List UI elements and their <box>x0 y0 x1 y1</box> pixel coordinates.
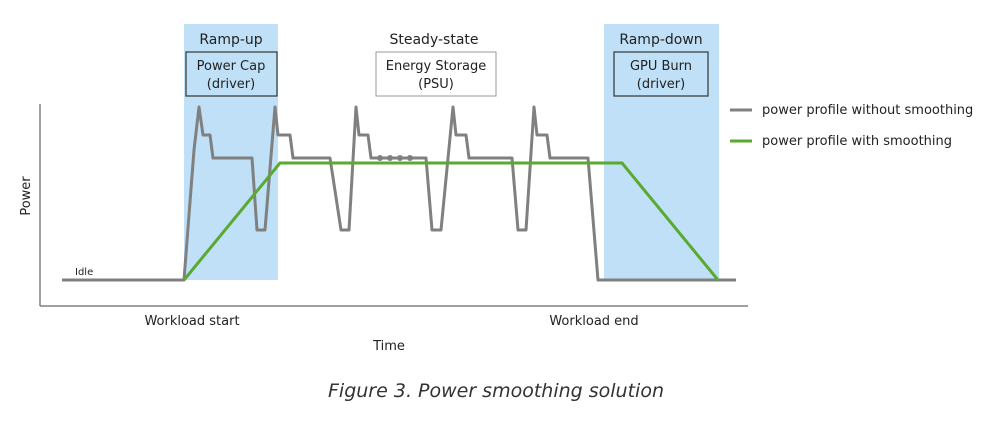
power-cap-box-line2: (driver) <box>207 77 255 92</box>
figure-caption: Figure 3. Power smoothing solution <box>328 380 664 402</box>
workload-end-label: Workload end <box>549 314 638 329</box>
idle-label: Idle <box>75 267 93 278</box>
continuation-dots <box>377 155 413 161</box>
steady-state-title: Steady-state <box>389 32 478 48</box>
ramp-down-title: Ramp-down <box>619 32 702 48</box>
y-axis-label: Power <box>19 176 34 216</box>
power-smoothing-diagram: Ramp-up Steady-state Ramp-down Power Cap… <box>19 24 973 354</box>
energy-storage-box-line1: Energy Storage <box>386 59 487 74</box>
legend: power profile without smoothing power pr… <box>730 103 973 149</box>
gpu-burn-box-line2: (driver) <box>637 77 685 92</box>
energy-storage-box-line2: (PSU) <box>418 77 454 92</box>
workload-start-label: Workload start <box>144 314 239 329</box>
legend-label-without-smoothing: power profile without smoothing <box>762 103 973 118</box>
gpu-burn-box-line1: GPU Burn <box>630 59 692 74</box>
ramp-up-title: Ramp-up <box>199 32 262 48</box>
x-axis-label: Time <box>372 339 405 354</box>
power-cap-box-line1: Power Cap <box>197 59 266 74</box>
power-profile-without-smoothing <box>62 105 736 282</box>
ramp-up-region <box>184 24 278 280</box>
ramp-down-region <box>604 24 719 280</box>
energy-storage-box: Energy Storage (PSU) <box>375 51 497 97</box>
power-profile-with-smoothing <box>182 161 720 281</box>
gpu-burn-box: GPU Burn (driver) <box>613 51 709 97</box>
legend-label-with-smoothing: power profile with smoothing <box>762 134 952 149</box>
power-cap-box: Power Cap (driver) <box>185 51 278 97</box>
